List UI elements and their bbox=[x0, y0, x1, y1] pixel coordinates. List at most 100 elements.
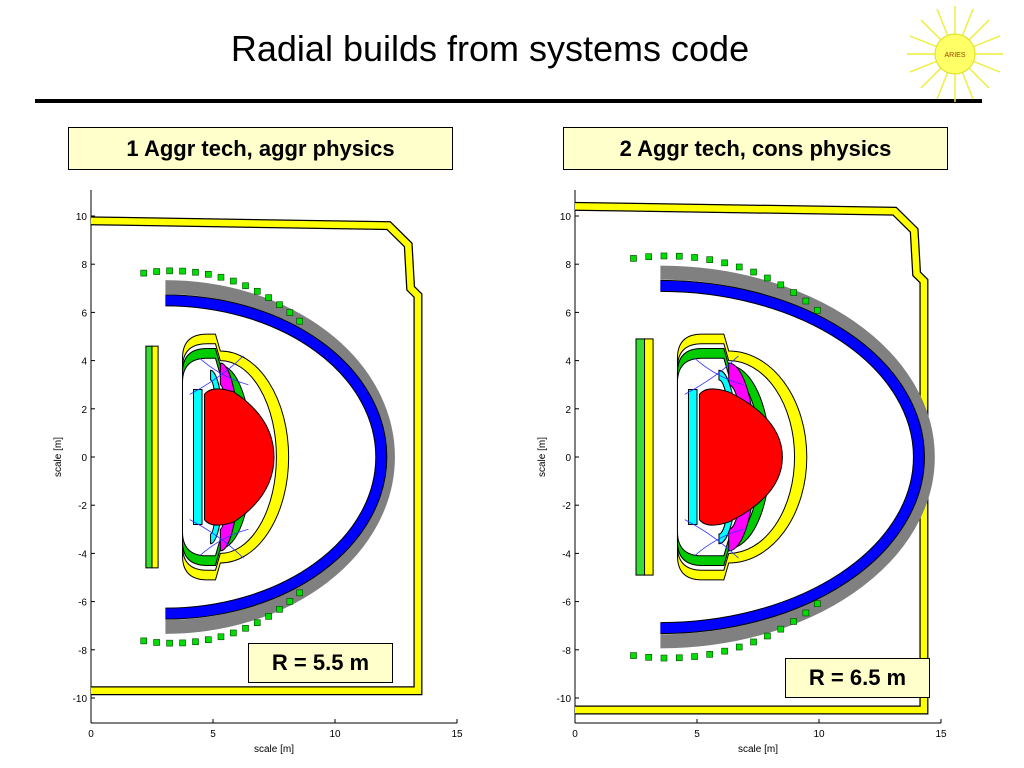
x-tick-label: 5 bbox=[210, 729, 216, 740]
title-rule bbox=[35, 99, 982, 103]
pf-coil bbox=[153, 639, 160, 646]
pf-coil bbox=[735, 263, 743, 271]
x-tick-label: 0 bbox=[88, 729, 94, 740]
pf-coil bbox=[217, 633, 225, 641]
pf-coil bbox=[764, 274, 771, 282]
panel-2-label: 2 Aggr tech, cons physics bbox=[563, 127, 948, 170]
pf-coil bbox=[276, 605, 283, 613]
pf-coil bbox=[630, 652, 637, 659]
building-wall bbox=[90, 217, 422, 695]
y-tick-label: 0 bbox=[565, 453, 571, 464]
pf-coil bbox=[675, 654, 683, 662]
pf-coil bbox=[230, 277, 237, 285]
pf-coil bbox=[205, 636, 212, 644]
y-tick-label: -8 bbox=[78, 646, 87, 657]
pf-coil bbox=[660, 654, 668, 662]
y-axis-label: scale [m] bbox=[537, 437, 548, 477]
central-solenoid-outer bbox=[151, 345, 159, 569]
panel-2-radius-label: R = 6.5 m bbox=[785, 658, 930, 698]
y-tick-label: 6 bbox=[81, 308, 87, 319]
pf-coil bbox=[179, 267, 186, 275]
x-tick-label: 15 bbox=[935, 729, 947, 740]
aries-logo: ARIES bbox=[907, 6, 1003, 102]
pf-coil bbox=[721, 259, 728, 267]
pf-coil bbox=[706, 651, 713, 658]
logo-text: ARIES bbox=[944, 52, 965, 59]
tf-coil bbox=[165, 295, 387, 619]
pf-coil bbox=[242, 624, 249, 632]
pf-coil bbox=[750, 638, 757, 646]
pf-coil bbox=[691, 653, 698, 660]
x-tick-label: 10 bbox=[329, 729, 341, 740]
y-tick-label: 4 bbox=[81, 357, 87, 368]
divertor-separatrix bbox=[189, 519, 249, 559]
pf-coil bbox=[217, 273, 225, 281]
plasma bbox=[203, 388, 275, 526]
pf-coil bbox=[790, 618, 797, 625]
y-tick-label: -8 bbox=[562, 646, 571, 657]
pf-coil bbox=[802, 609, 810, 617]
pf-coil bbox=[296, 589, 303, 597]
pf-coil bbox=[265, 294, 272, 301]
y-tick-label: 8 bbox=[81, 260, 87, 271]
y-tick-label: -6 bbox=[78, 598, 87, 609]
panel-1-radius-label: R = 5.5 m bbox=[248, 643, 393, 683]
x-tick-label: 10 bbox=[813, 729, 825, 740]
y-tick-label: -10 bbox=[557, 694, 572, 705]
tf-coil bbox=[660, 280, 924, 634]
x-axis-label: scale [m] bbox=[738, 744, 778, 755]
pf-coil bbox=[790, 289, 797, 296]
y-tick-label: 6 bbox=[565, 308, 571, 319]
pf-coil bbox=[153, 268, 160, 275]
pf-coil bbox=[140, 637, 148, 645]
pf-coil bbox=[691, 254, 698, 261]
pf-coil bbox=[242, 282, 249, 290]
pf-coil bbox=[777, 625, 785, 633]
pf-coil bbox=[764, 632, 771, 640]
pf-coil bbox=[296, 317, 303, 325]
pf-coil bbox=[735, 643, 743, 651]
pf-coil bbox=[706, 256, 713, 263]
pf-coil bbox=[660, 252, 668, 260]
y-tick-label: -6 bbox=[562, 598, 571, 609]
pf-coil bbox=[166, 639, 173, 647]
pf-coil bbox=[179, 639, 186, 647]
pf-coil bbox=[205, 270, 212, 278]
y-tick-label: 10 bbox=[76, 212, 88, 223]
y-axis-label: scale [m] bbox=[53, 437, 64, 477]
pf-coil bbox=[276, 301, 283, 309]
central-solenoid-inner bbox=[635, 338, 646, 576]
plasma bbox=[698, 388, 783, 526]
slide-title: Radial builds from systems code bbox=[230, 28, 750, 69]
y-tick-label: -2 bbox=[562, 501, 571, 512]
y-tick-label: 10 bbox=[560, 212, 572, 223]
inboard-first-wall bbox=[687, 389, 698, 525]
pf-coil bbox=[721, 647, 728, 655]
pf-coil bbox=[140, 269, 148, 277]
y-tick-label: 2 bbox=[81, 405, 87, 416]
coil-structure bbox=[660, 265, 935, 649]
coil-structure bbox=[165, 280, 395, 634]
pf-coil bbox=[675, 252, 683, 260]
pf-coil bbox=[230, 629, 237, 637]
pf-coil bbox=[192, 268, 199, 276]
pf-coil bbox=[166, 267, 173, 275]
pf-coil bbox=[777, 281, 785, 289]
pf-coil bbox=[814, 306, 821, 314]
pf-coil bbox=[286, 598, 294, 605]
divertor-separatrix bbox=[684, 355, 744, 395]
pf-coil bbox=[645, 654, 652, 661]
pf-coil bbox=[630, 255, 637, 262]
building-wall bbox=[574, 203, 928, 714]
y-tick-label: 8 bbox=[565, 260, 571, 271]
pf-coil bbox=[253, 619, 261, 627]
y-tick-label: 0 bbox=[81, 453, 87, 464]
pf-coil bbox=[645, 253, 652, 260]
y-tick-label: -4 bbox=[562, 549, 571, 560]
x-tick-label: 15 bbox=[451, 729, 463, 740]
x-axis-label: scale [m] bbox=[254, 744, 294, 755]
divertor-separatrix bbox=[189, 355, 249, 395]
panel-1-label: 1 Aggr tech, aggr physics bbox=[68, 127, 453, 170]
